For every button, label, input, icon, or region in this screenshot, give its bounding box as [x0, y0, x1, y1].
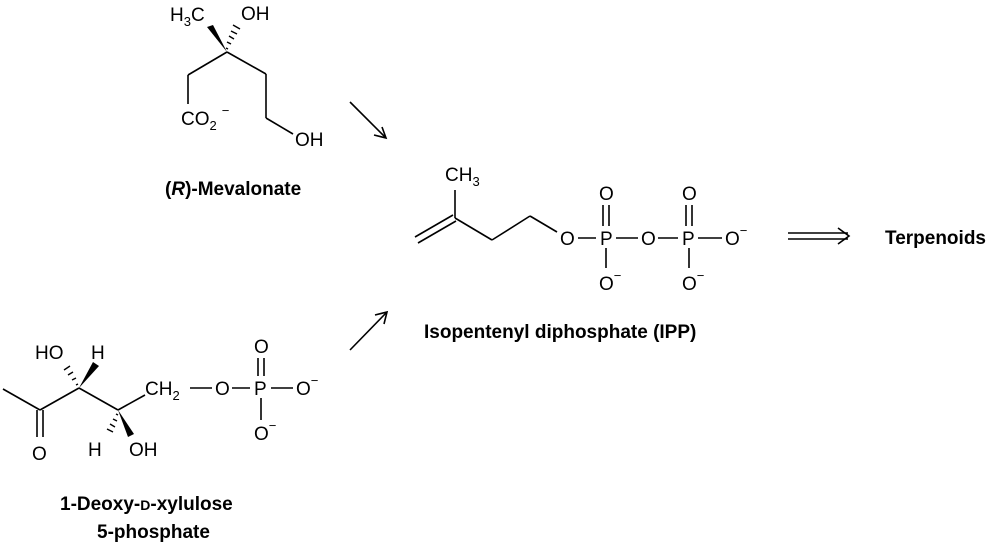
terpenoids-label: Terpenoids — [885, 228, 986, 249]
dxp-ho-label: HO — [35, 343, 64, 364]
carboxylate-label: CO2− — [181, 103, 229, 133]
ipp-p1-label: P — [600, 229, 613, 250]
dxp-h-bottom-label: H — [88, 440, 102, 461]
dxp-name-line2: 5-phosphate — [97, 522, 210, 543]
dxp-h-top-label: H — [91, 343, 105, 364]
bond — [491, 215, 531, 241]
bond — [2, 388, 41, 411]
arrow-ipp-to-terpenoids — [788, 227, 851, 245]
dxp-ketone-o-label: O — [32, 444, 47, 465]
dxp-name-line1: 1-Deoxy-D-xylulose — [60, 494, 233, 515]
ipp-p2-bottom-o-label: O− — [682, 268, 704, 295]
dxp-p-right-o-label: O− — [296, 373, 318, 400]
hydroxyl-top-label: OH — [241, 4, 270, 25]
dxp-structure: HO H O H OH CH2 O P O O− O− — [2, 337, 318, 465]
ipp-structure: CH3 O P O O− O P O O− O− — [414, 165, 747, 295]
hash-bond — [225, 24, 241, 50]
ipp-o-end-label: O− — [725, 223, 747, 250]
dxp-oh-bottom-label: OH — [129, 440, 158, 461]
ipp-p1-top-o-label: O — [599, 184, 614, 205]
arrow-mevalonate-to-ipp — [349, 101, 388, 140]
bond — [39, 387, 80, 411]
bond — [265, 117, 294, 135]
hydroxyl-end-label: OH — [295, 130, 324, 151]
dxp-p-label: P — [254, 379, 267, 400]
bond — [117, 394, 146, 411]
ipp-p2-label: P — [682, 229, 695, 250]
bond — [226, 51, 267, 75]
ipp-o-bridge-label: O — [641, 229, 656, 250]
bond — [187, 51, 228, 76]
bond — [78, 387, 119, 411]
wedge-bond — [207, 25, 227, 52]
hash-bond — [63, 365, 79, 386]
bond — [529, 215, 558, 233]
ipp-methyl-label: CH3 — [445, 165, 480, 189]
dxp-p-bottom-o-label: O− — [254, 418, 276, 445]
ipp-p2-top-o-label: O — [682, 184, 697, 205]
bond — [454, 217, 493, 241]
wedge-bond — [79, 362, 99, 388]
bond — [414, 214, 454, 238]
hash-bond — [106, 413, 119, 433]
dxp-p-top-o-label: O — [254, 337, 269, 358]
arrow-dxp-to-ipp — [349, 310, 389, 351]
bond — [417, 220, 457, 244]
dxp-ch2-label: CH2 — [145, 379, 180, 403]
ipp-p1-bottom-o-label: O− — [599, 268, 621, 295]
mevalonate-name: (R)-Mevalonate — [165, 179, 301, 200]
ipp-o1-label: O — [560, 229, 575, 250]
methyl-label: H3C — [170, 5, 205, 29]
ipp-name: Isopentenyl diphosphate (IPP) — [424, 322, 696, 343]
wedge-bond — [118, 410, 134, 437]
dxp-ester-o-label: O — [215, 379, 230, 400]
mevalonate-structure: H3C OH CO2− OH — [170, 4, 324, 151]
